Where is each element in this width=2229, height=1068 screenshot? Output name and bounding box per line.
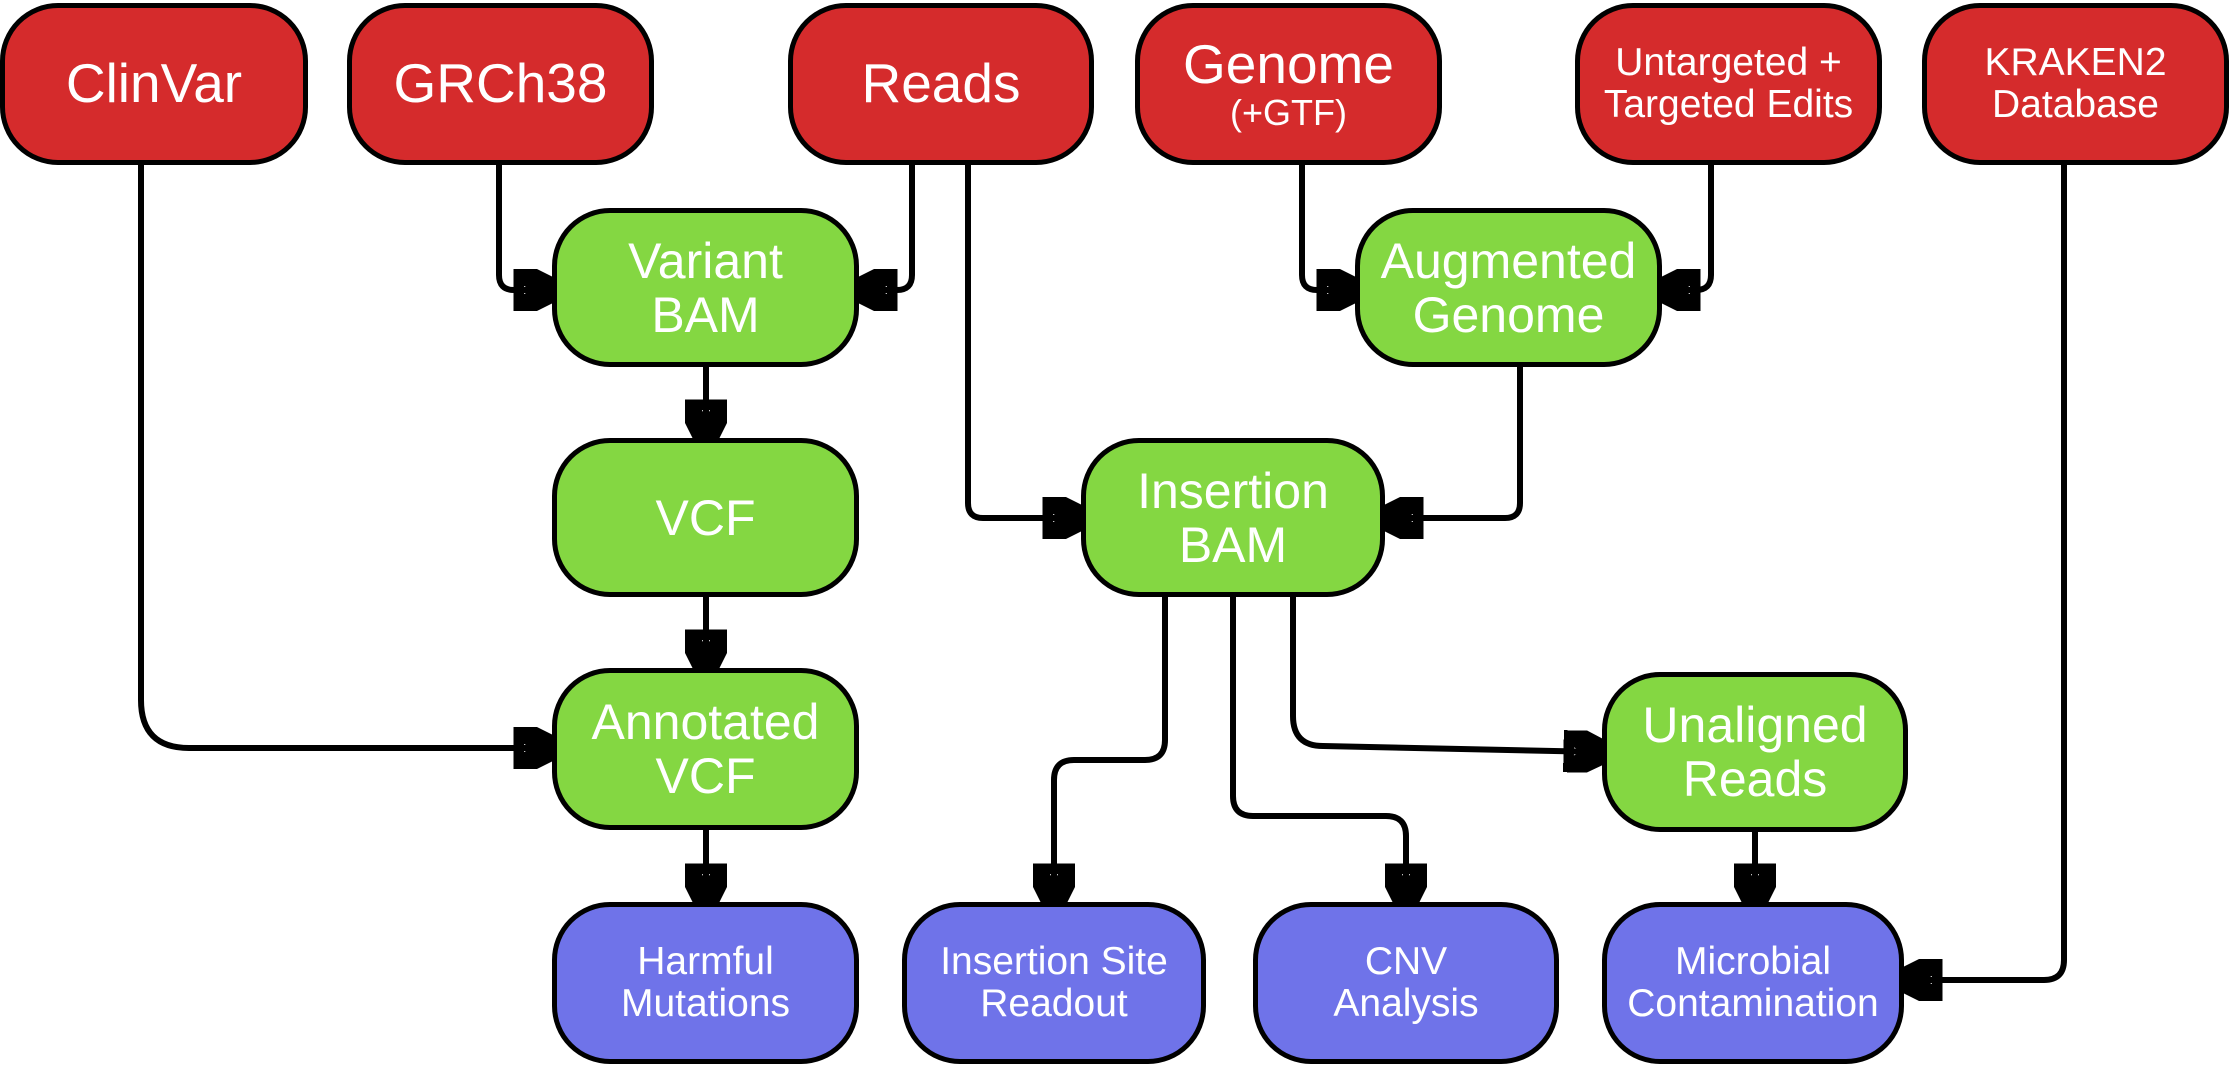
edge-insertion-bam-to-insertion-site-readout — [1054, 597, 1168, 902]
edge-kraken2-to-microbial-contamination — [1904, 165, 2067, 980]
node-harmful-mutations: Harmful Mutations — [552, 902, 859, 1064]
node-genome-sublabel: (+GTF) — [1230, 92, 1347, 134]
edge-insertion-bam-to-cnv-analysis — [1230, 597, 1406, 902]
node-variant-bam-label-line1: Variant — [628, 232, 783, 289]
node-augmented-genome-label-line2: Genome — [1412, 286, 1605, 343]
node-annotated-vcf-label-line2: VCF — [655, 748, 756, 804]
node-insertion-site-readout-label-line2: Readout — [980, 982, 1128, 1025]
node-insertion-bam-label-line1: Insertion — [1137, 462, 1329, 519]
node-insertion-site-readout-label-line1: Insertion Site — [940, 939, 1168, 983]
node-microbial-contamination-label-line2: Contamination — [1627, 982, 1879, 1025]
node-grch38-label: GRCh38 — [393, 52, 608, 115]
node-genome: Genome (+GTF) — [1135, 3, 1442, 165]
node-variant-bam: Variant BAM — [552, 208, 859, 367]
edge-clinvar-to-annotated-vcf — [138, 165, 552, 748]
node-insertion-bam-label-line2: BAM — [1178, 516, 1288, 573]
node-vcf-label: VCF — [655, 489, 756, 546]
node-augmented-genome-label-line1: Augmented — [1380, 232, 1637, 289]
node-clinvar: ClinVar — [0, 3, 308, 165]
node-augmented-genome: Augmented Genome — [1355, 208, 1662, 367]
node-clinvar-label: ClinVar — [65, 52, 243, 115]
node-insertion-bam: Insertion BAM — [1081, 438, 1385, 597]
node-microbial-contamination: Microbial Contamination — [1602, 902, 1904, 1064]
node-unaligned-reads: Unaligned Reads — [1602, 672, 1908, 832]
node-grch38: GRCh38 — [347, 3, 654, 165]
node-harmful-mutations-label-line1: Harmful — [637, 939, 774, 983]
node-cnv-analysis: CNV Analysis — [1253, 902, 1559, 1064]
edge-augmented-genome-to-insertion-bam — [1385, 367, 1523, 518]
edge-edits-to-augmented-genome — [1662, 165, 1714, 290]
node-kraken2-label-line1: KRAKEN2 — [1984, 40, 2167, 84]
node-edits: Untargeted + Targeted Edits — [1575, 3, 1882, 165]
node-vcf: VCF — [552, 438, 859, 597]
edge-grch38-to-variant-bam — [496, 165, 552, 290]
node-kraken2: KRAKEN2 Database — [1922, 3, 2229, 165]
node-reads: Reads — [788, 3, 1094, 165]
node-microbial-contamination-label-line1: Microbial — [1674, 939, 1832, 983]
edge-insertion-bam-to-unaligned-reads — [1290, 597, 1602, 752]
node-edits-label-line1: Untargeted + — [1615, 40, 1842, 84]
node-annotated-vcf: Annotated VCF — [552, 668, 859, 830]
edge-genome-to-augmented-genome — [1299, 165, 1355, 290]
node-cnv-analysis-label-line2: Analysis — [1333, 982, 1479, 1025]
node-unaligned-reads-label-line1: Unaligned — [1642, 697, 1868, 753]
edge-reads-to-variant-bam — [859, 165, 915, 290]
node-genome-label: Genome — [1183, 32, 1394, 95]
node-variant-bam-label-line2: BAM — [651, 286, 760, 343]
node-harmful-mutations-label-line2: Mutations — [620, 982, 791, 1025]
edge-reads-to-insertion-bam — [965, 165, 1081, 518]
node-kraken2-label-line2: Database — [1992, 83, 2159, 126]
node-reads-label: Reads — [861, 52, 1021, 115]
node-unaligned-reads-label-line2: Reads — [1682, 751, 1828, 807]
node-edits-label-line2: Targeted Edits — [1603, 83, 1854, 126]
node-annotated-vcf-label-line1: Annotated — [591, 694, 820, 750]
node-cnv-analysis-label-line1: CNV — [1364, 939, 1448, 983]
node-insertion-site-readout: Insertion Site Readout — [902, 902, 1206, 1064]
